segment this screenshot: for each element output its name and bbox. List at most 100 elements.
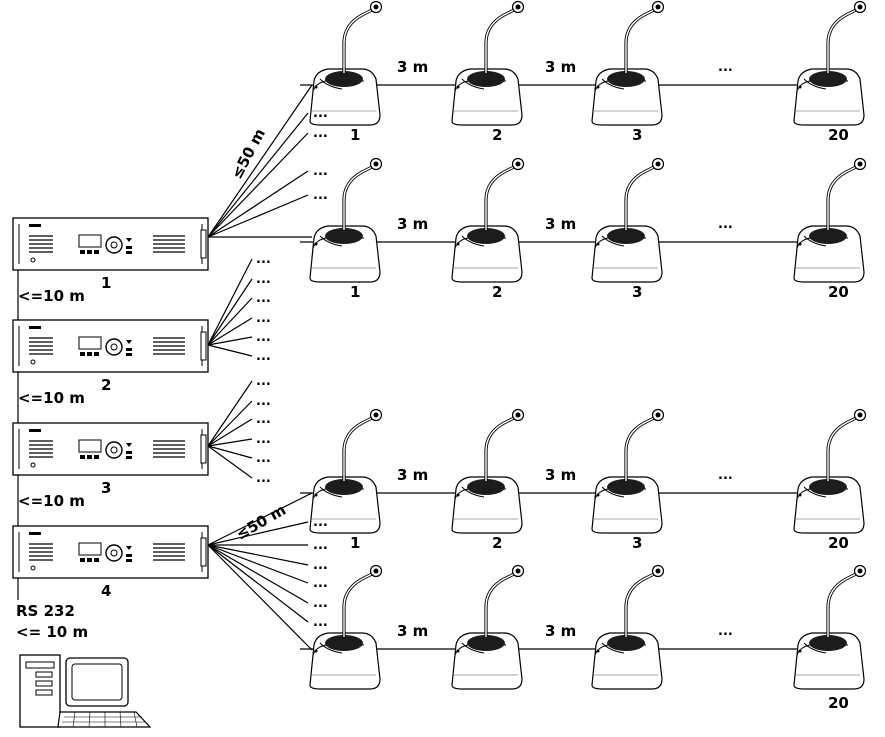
delegate-mic-3-4 (792, 407, 868, 535)
unit-link-distance: <=10 m (18, 389, 85, 407)
trunk-line (207, 132, 309, 238)
unit-link-distance: <=10 m (18, 492, 85, 510)
mic-number: 2 (492, 534, 502, 552)
mic-number: 1 (350, 534, 360, 552)
more-mics-ellipsis: ... (718, 624, 733, 639)
trunk-line (207, 492, 313, 546)
trunk-distance-label: ≤50 m (228, 125, 269, 181)
trunk-line (207, 544, 309, 604)
mic-number: 3 (632, 283, 642, 301)
more-trunks-ellipsis: ... (256, 330, 271, 345)
more-trunks-ellipsis: ... (256, 412, 271, 427)
control-unit-2 (12, 319, 209, 373)
mic-spacing-label: 3 m (397, 215, 428, 233)
mic-spacing-label: 3 m (545, 215, 576, 233)
trunk-line (207, 297, 253, 346)
delegate-mic-1-2 (450, 0, 526, 127)
trunk-line (207, 544, 309, 584)
rs232-label: RS 232 (16, 602, 75, 620)
labels: 1 2 3 4 <=10 m <=10 m <=10 m RS 232 <= 10 m.....… (16, 58, 849, 712)
control-unit-3 (12, 422, 209, 476)
control-unit-1 (12, 217, 209, 271)
more-trunks-ellipsis: ... (256, 272, 271, 287)
control-unit-4 (12, 525, 209, 579)
delegate-mic-3-3 (590, 407, 666, 535)
delegate-units (308, 0, 868, 691)
trunk-line (207, 445, 253, 479)
delegate-mic-4-2 (450, 563, 526, 691)
more-trunks-ellipsis: ... (256, 311, 271, 326)
delegate-mic-2-4 (792, 156, 868, 284)
mic-number: 2 (492, 126, 502, 144)
mic-number: 20 (828, 694, 849, 712)
more-trunks-ellipsis: ... (256, 349, 271, 364)
trunk-line (207, 544, 309, 623)
mic-number: 20 (828, 283, 849, 301)
mic-number: 3 (632, 534, 642, 552)
trunk-line (207, 438, 253, 447)
mic-spacing-label: 3 m (397, 58, 428, 76)
mic-number: 1 (350, 283, 360, 301)
trunk-line (207, 380, 253, 447)
more-trunks-ellipsis: ... (313, 126, 328, 141)
more-trunks-ellipsis: ... (256, 291, 271, 306)
trunk-line (207, 344, 253, 357)
connection-lines (17, 84, 830, 651)
more-trunks-ellipsis: ... (256, 374, 271, 389)
more-trunks-ellipsis: ... (313, 615, 328, 630)
more-trunks-ellipsis: ... (256, 252, 271, 267)
more-trunks-ellipsis: ... (313, 538, 328, 553)
more-trunks-ellipsis: ... (256, 394, 271, 409)
more-trunks-ellipsis: ... (256, 471, 271, 486)
trunk-distance-label: ≤50 m (233, 501, 289, 544)
mic-number: 1 (350, 126, 360, 144)
trunk-line (207, 521, 309, 546)
more-trunks-ellipsis: ... (313, 106, 328, 121)
trunk-line (207, 170, 309, 238)
unit-number: 3 (101, 479, 111, 497)
delegate-mic-3-2 (450, 407, 526, 535)
trunk-line (207, 400, 253, 447)
mic-spacing-label: 3 m (397, 466, 428, 484)
more-trunks-ellipsis: ... (256, 432, 271, 447)
trunk-line (207, 445, 253, 459)
delegate-mic-1-4 (792, 0, 868, 127)
more-trunks-ellipsis: ... (313, 596, 328, 611)
pc-icon (19, 654, 152, 728)
rs232-distance: <= 10 m (16, 623, 88, 641)
more-trunks-ellipsis: ... (313, 515, 328, 530)
delegate-mic-2-3 (590, 156, 666, 284)
mic-number: 20 (828, 126, 849, 144)
more-mics-ellipsis: ... (718, 468, 733, 483)
unit-number: 2 (101, 376, 111, 394)
delegate-mic-1-3 (590, 0, 666, 127)
trunk-line (207, 317, 253, 346)
mic-spacing-label: 3 m (397, 622, 428, 640)
trunk-line (207, 418, 253, 447)
more-mics-ellipsis: ... (718, 60, 733, 75)
more-trunks-ellipsis: ... (313, 576, 328, 591)
trunk-line (207, 544, 313, 651)
unit-number: 4 (101, 582, 111, 600)
trunk-line (207, 84, 313, 238)
more-trunks-ellipsis: ... (313, 188, 328, 203)
mic-spacing-label: 3 m (545, 622, 576, 640)
mic-number: 2 (492, 283, 502, 301)
mic-spacing-label: 3 m (545, 58, 576, 76)
trunk-line (207, 544, 309, 566)
trunk-line (207, 194, 309, 238)
trunk-line (207, 112, 309, 238)
unit-link-distance: <=10 m (18, 287, 85, 305)
trunk-line (207, 258, 253, 346)
trunk-line (207, 278, 253, 346)
mic-number: 3 (632, 126, 642, 144)
delegate-mic-4-3 (590, 563, 666, 691)
more-trunks-ellipsis: ... (256, 451, 271, 466)
delegate-mic-4-4 (792, 563, 868, 691)
mic-spacing-label: 3 m (545, 466, 576, 484)
trunk-line (207, 336, 253, 346)
mic-number: 20 (828, 534, 849, 552)
delegate-mic-2-2 (450, 156, 526, 284)
more-trunks-ellipsis: ... (313, 558, 328, 573)
